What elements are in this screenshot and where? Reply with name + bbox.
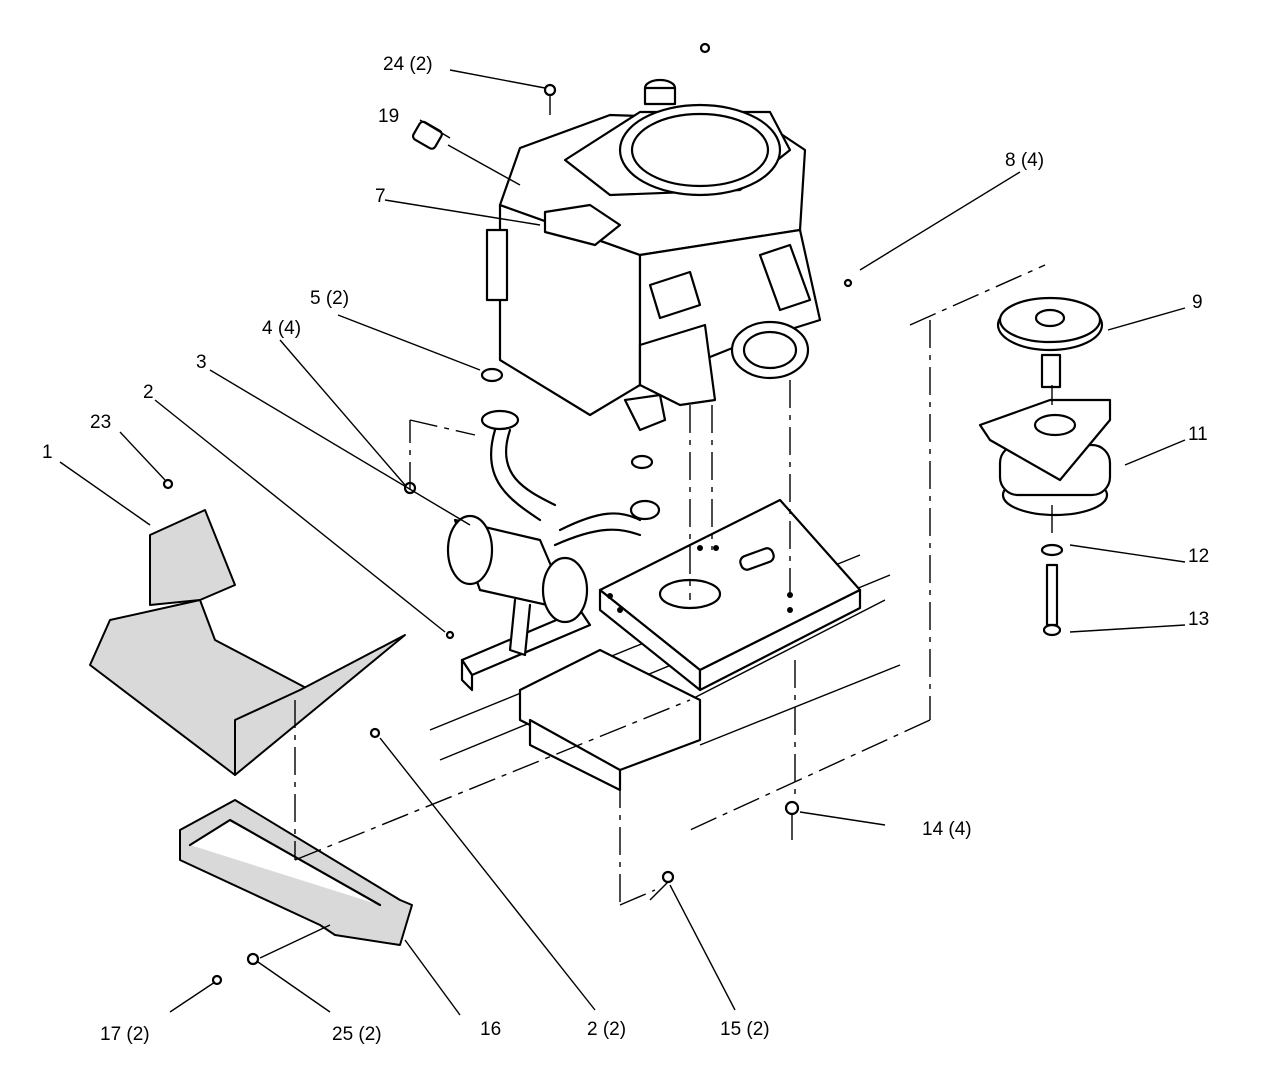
callout-23: 23 bbox=[90, 412, 111, 433]
engine bbox=[485, 78, 822, 432]
callout-12: 12 bbox=[1188, 546, 1209, 567]
deflector-shield bbox=[89, 509, 406, 776]
callout-3: 3 bbox=[196, 352, 207, 373]
callout-2: 2 bbox=[143, 382, 154, 403]
engine-mounting-plate bbox=[598, 498, 862, 692]
leader-lines bbox=[59, 69, 1186, 1016]
callout-9: 9 bbox=[1192, 292, 1203, 313]
muffler-assembly bbox=[446, 367, 661, 657]
callout-15: 15 (2) bbox=[720, 1019, 770, 1040]
callout-11: 11 bbox=[1188, 424, 1208, 445]
callout-7: 7 bbox=[375, 186, 386, 207]
callout-24: 24 (2) bbox=[383, 54, 433, 75]
callout-17: 17 (2) bbox=[100, 1024, 150, 1045]
callout-19: 19 bbox=[378, 106, 399, 127]
callout-16: 16 bbox=[480, 1019, 501, 1040]
callout-4: 4 (4) bbox=[262, 318, 301, 339]
callout-25: 25 (2) bbox=[332, 1024, 382, 1045]
alignment-lines bbox=[294, 264, 1053, 906]
callout-14: 14 (4) bbox=[922, 819, 972, 840]
callout-2b: 2 (2) bbox=[587, 1019, 626, 1040]
hardware bbox=[162, 42, 853, 986]
callout-8: 8 (4) bbox=[1005, 150, 1044, 171]
callout-labels: 24 (2) 19 7 8 (4) 9 5 (2) 4 (4) 3 2 23 1… bbox=[42, 54, 1209, 1045]
front-bumper bbox=[179, 799, 413, 946]
callout-5: 5 (2) bbox=[310, 288, 349, 309]
clutch-assembly bbox=[978, 296, 1112, 637]
callout-1: 1 bbox=[42, 442, 53, 463]
callout-13: 13 bbox=[1188, 609, 1209, 630]
